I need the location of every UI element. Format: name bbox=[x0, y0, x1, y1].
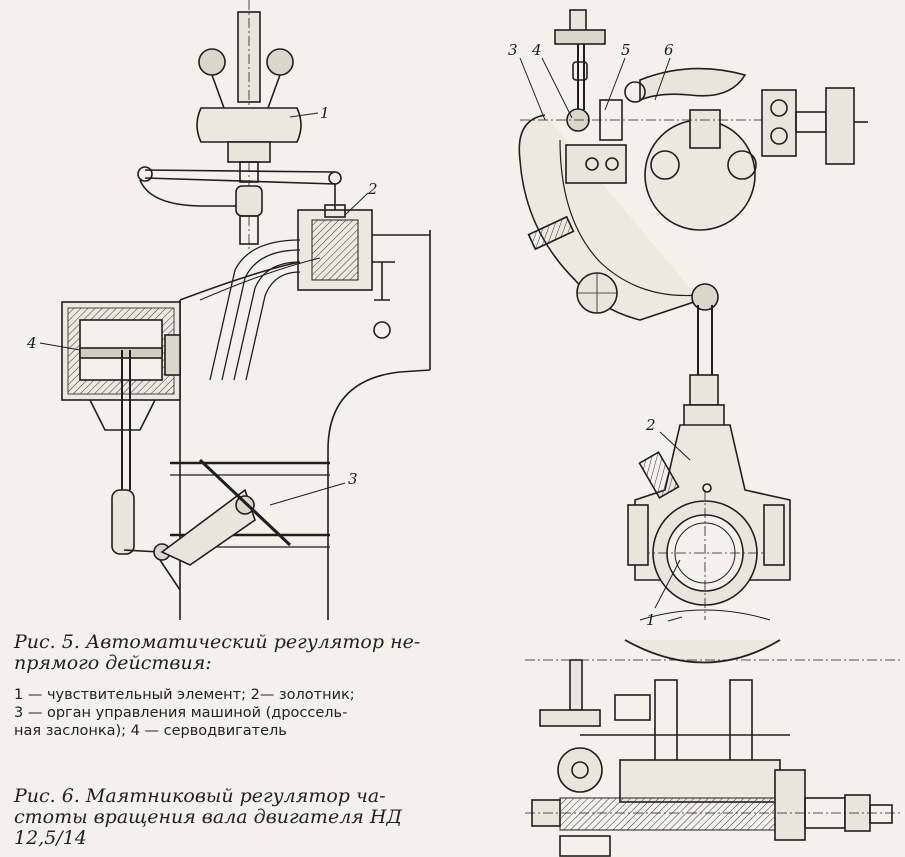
fig5-label-1: 1 bbox=[320, 104, 330, 122]
servomotor bbox=[61, 301, 181, 490]
fig5-label-4: 4 bbox=[26, 334, 37, 352]
oil-lines bbox=[209, 239, 301, 381]
plan-view bbox=[525, 659, 900, 857]
right-fitting bbox=[761, 87, 868, 165]
fig5-legend: 1 — чувствительный элемент; 2— золотник;… bbox=[14, 686, 355, 740]
fig6-label-4: 4 bbox=[531, 41, 542, 59]
fig6-label-6: 6 bbox=[664, 41, 674, 59]
fig5-legend-line3: ная заслонка); 4 — серводвигатель bbox=[14, 723, 287, 739]
cam-mechanism bbox=[520, 67, 790, 231]
fig6-label-3: 3 bbox=[508, 41, 518, 59]
sensing-element bbox=[196, 0, 302, 250]
connecting-rod bbox=[683, 283, 725, 428]
pendulum-arm bbox=[518, 114, 701, 321]
fig6-label-5: 5 bbox=[621, 41, 631, 59]
lever bbox=[137, 166, 342, 245]
linkage bbox=[111, 458, 292, 591]
fig6-label-2: 2 bbox=[645, 416, 656, 434]
fig6-label-1: 1 bbox=[646, 611, 656, 629]
figure-5-regulator bbox=[39, 0, 431, 620]
spool-valve bbox=[297, 204, 430, 339]
flywheel-segment bbox=[624, 639, 781, 664]
figure-6-pendulum-regulator bbox=[518, 9, 900, 857]
fig6-caption-line2: стоты вращения вала двигателя НД bbox=[14, 806, 402, 828]
fig6-caption: Рис. 6. Маятниковый регулятор ча- стоты … bbox=[14, 786, 402, 849]
fig5-label-3: 3 bbox=[348, 470, 358, 488]
fig5-caption-line2: прямого действия: bbox=[14, 652, 212, 674]
fig5-caption: Рис. 5. Автоматический регулятор не- пря… bbox=[14, 632, 420, 674]
fig5-label-2: 2 bbox=[367, 180, 378, 198]
adjusting-screw bbox=[554, 9, 606, 110]
fig5-legend-line2: 3 — орган управления машиной (дроссель- bbox=[14, 705, 348, 721]
eccentric-collar bbox=[627, 424, 791, 622]
fig6-caption-line3: 12,5/14 bbox=[14, 827, 87, 849]
fig5-caption-line1: Рис. 5. Автоматический регулятор не- bbox=[14, 631, 421, 653]
fig6-caption-line1: Рис. 6. Маятниковый регулятор ча- bbox=[14, 785, 386, 807]
fig5-legend-line1: 1 — чувствительный элемент; 2— золотник; bbox=[14, 687, 355, 703]
